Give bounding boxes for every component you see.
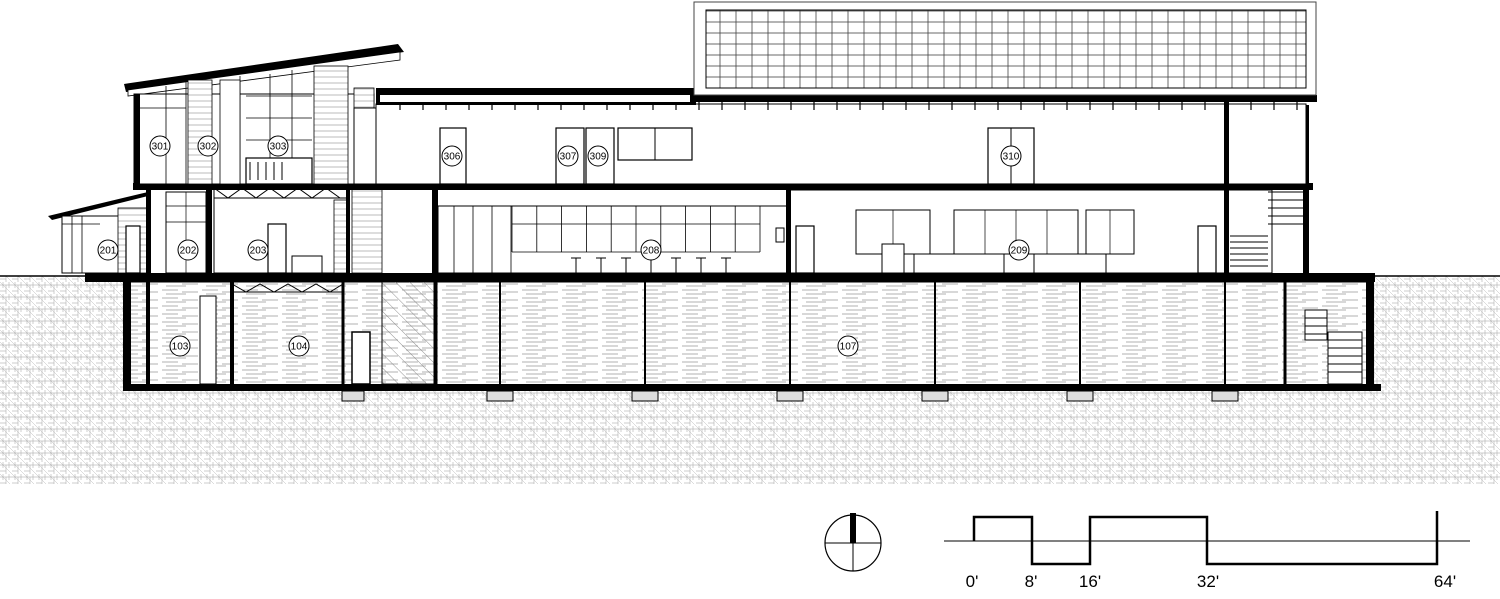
svg-text:208: 208 [643, 246, 660, 257]
room-label-307: 307 [557, 145, 579, 167]
svg-text:307: 307 [560, 152, 577, 163]
svg-text:310: 310 [1003, 152, 1020, 163]
room-label-302: 302 [197, 135, 219, 157]
roof-joists [399, 102, 1298, 110]
basement-space [129, 281, 1369, 387]
scale-tick-label: 32' [1197, 572, 1219, 591]
room-labels: 301 302 303 306 307 309 310 201 202 203 … [97, 135, 1030, 357]
room-label-203: 203 [247, 239, 269, 261]
svg-text:202: 202 [180, 246, 197, 257]
north-arrow-icon [824, 513, 882, 572]
scale-bar: 0' 8' 16' 32' 64' [944, 511, 1470, 591]
svg-text:107: 107 [840, 342, 857, 353]
scale-tick-label: 16' [1079, 572, 1101, 591]
room-label-202: 202 [177, 239, 199, 261]
svg-text:104: 104 [291, 342, 308, 353]
scale-tick-label: 8' [1025, 572, 1038, 591]
room-label-301: 301 [149, 135, 171, 157]
room-label-208: 208 [640, 239, 662, 261]
ground-floor-slab [85, 273, 1375, 282]
svg-text:309: 309 [590, 152, 607, 163]
upper-roof-left [376, 88, 696, 95]
scale-tick-label: 0' [966, 572, 979, 591]
room-label-107: 107 [837, 335, 859, 357]
basement-door [351, 331, 371, 385]
room-label-104: 104 [288, 335, 310, 357]
storefront-mullions [453, 206, 761, 273]
svg-text:301: 301 [152, 142, 169, 153]
basement-stair [1304, 309, 1363, 385]
svg-text:209: 209 [1011, 246, 1028, 257]
solar-array [705, 9, 1307, 89]
svg-text:303: 303 [270, 142, 287, 153]
svg-text:103: 103 [172, 342, 189, 353]
sunroom-roof [48, 192, 148, 220]
room-label-306: 306 [441, 145, 463, 167]
basement-columns [146, 282, 1287, 386]
second-floor-slab [133, 183, 1313, 190]
svg-text:306: 306 [444, 152, 461, 163]
room-label-310: 310 [1000, 145, 1022, 167]
scale-tick-label: 64' [1434, 572, 1456, 591]
svg-text:302: 302 [200, 142, 217, 153]
svg-text:203: 203 [250, 246, 267, 257]
upper-roof-main [690, 95, 1317, 102]
footings [341, 390, 1239, 402]
room-label-201: 201 [97, 239, 119, 261]
room-label-103: 103 [169, 335, 191, 357]
room-label-303: 303 [267, 135, 289, 157]
room-label-309: 309 [587, 145, 609, 167]
scale-bar-steps [972, 511, 1439, 566]
room-label-209: 209 [1008, 239, 1030, 261]
svg-text:201: 201 [100, 246, 117, 257]
basement-slab [123, 384, 1381, 391]
